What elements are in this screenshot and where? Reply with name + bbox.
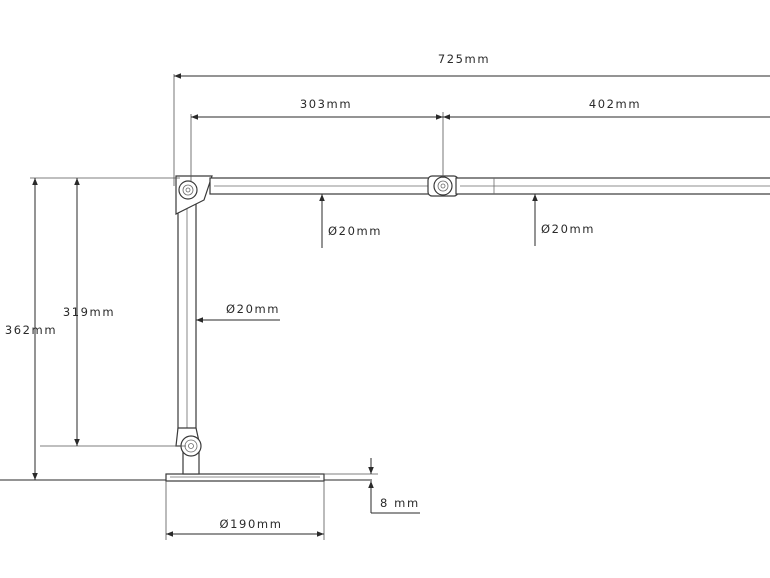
upright-diameter-label: Ø20mm: [226, 302, 280, 316]
dim-base-thickness: 8 mm: [324, 458, 420, 514]
dim-total-reach: 725mm: [173, 52, 770, 186]
arm-height-label: 319mm: [63, 305, 115, 319]
dim-total-height: 362mm: [5, 177, 180, 480]
total-reach-label: 725mm: [438, 52, 490, 66]
total-height-label: 362mm: [5, 323, 57, 337]
dim-upper-arm-diameter: Ø20mm: [319, 194, 382, 248]
lamp-arm-length-label: 402mm: [589, 97, 641, 111]
middle-joint: [427, 175, 459, 197]
lamp-arm-diameter-label: Ø20mm: [328, 224, 382, 238]
lamp-base: [165, 451, 325, 482]
upper-arm: [209, 177, 433, 195]
base-diameter-label: Ø190mm: [219, 517, 282, 531]
lamp-head-arm: [455, 177, 770, 195]
upper-joint: [175, 175, 213, 215]
dim-base-diameter: Ø190mm: [165, 481, 325, 540]
dim-arm-height: 319mm: [40, 178, 186, 447]
dim-head-diameter: Ø20mm: [532, 194, 595, 246]
base-thickness-label: 8 mm: [380, 496, 420, 510]
dim-lamp-arm: 402mm: [443, 97, 770, 120]
upper-arm-length-label: 303mm: [300, 97, 352, 111]
dim-upright-diameter: Ø20mm: [196, 302, 280, 323]
lamp-upright: [175, 195, 201, 447]
head-diameter-label: Ø20mm: [541, 222, 595, 236]
dim-upper-arm: 303mm: [190, 97, 444, 182]
